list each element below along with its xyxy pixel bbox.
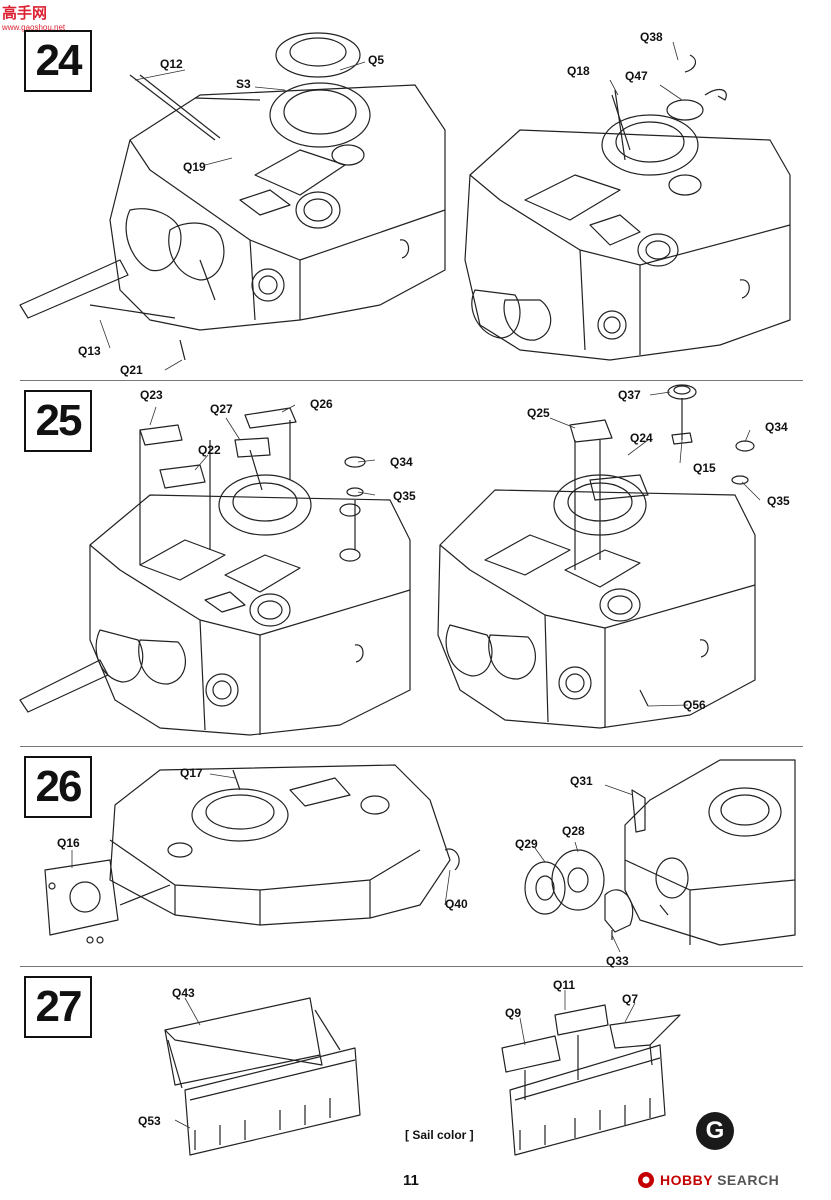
part-label: Q40 bbox=[445, 897, 468, 911]
part-label: Q22 bbox=[198, 443, 221, 457]
part-label: Q35 bbox=[767, 494, 790, 508]
part-label: Q27 bbox=[210, 402, 233, 416]
watermark-url: www.gaoshou.net bbox=[1, 23, 66, 32]
step-number-27: 27 bbox=[24, 976, 92, 1038]
site-watermark-bottom: HOBBY SEARCH bbox=[636, 1168, 822, 1192]
turret-drawing-25-left bbox=[19, 407, 411, 736]
part-label: Q13 bbox=[78, 344, 101, 358]
part-label: Q19 bbox=[183, 160, 206, 174]
part-label: Q16 bbox=[57, 836, 80, 850]
part-label: Q28 bbox=[562, 824, 585, 838]
part-label: Q37 bbox=[618, 388, 641, 402]
part-label: Q31 bbox=[570, 774, 593, 788]
part-label: Q24 bbox=[630, 431, 653, 445]
watermark-search: SEARCH bbox=[717, 1172, 780, 1188]
turret-drawing-24-left bbox=[19, 32, 446, 361]
part-label: Q29 bbox=[515, 837, 538, 851]
watermark-cn: 高手网 bbox=[2, 4, 47, 22]
step-number-25: 25 bbox=[24, 390, 92, 452]
turret-drawing-24-right bbox=[464, 54, 791, 361]
watermark-brand: HOBBY bbox=[660, 1172, 714, 1188]
part-label: Q26 bbox=[310, 397, 333, 411]
part-label: Q21 bbox=[120, 363, 143, 377]
part-label: Q9 bbox=[505, 1006, 522, 1020]
hull-drawing-26-left bbox=[44, 764, 460, 944]
turret-drawing-25-right bbox=[437, 384, 756, 729]
watermark-logo-icon: 高手网 www.gaoshou.net bbox=[1, 4, 66, 32]
part-label: Q53 bbox=[138, 1114, 161, 1128]
step-number-26: 26 bbox=[24, 756, 92, 818]
hull-drawing-26-right bbox=[524, 759, 796, 946]
section-divider bbox=[20, 746, 803, 747]
part-label: Q17 bbox=[180, 766, 203, 780]
part-label: Q34 bbox=[390, 455, 413, 469]
part-label: Q33 bbox=[606, 954, 629, 968]
step-number-24: 24 bbox=[24, 30, 92, 92]
part-label: Q7 bbox=[622, 992, 639, 1006]
stowage-drawing-27-left bbox=[164, 997, 361, 1156]
part-label: Q35 bbox=[393, 489, 416, 503]
part-label: Q43 bbox=[172, 986, 195, 1000]
part-label: Q47 bbox=[625, 69, 648, 83]
section-divider bbox=[20, 966, 803, 967]
site-watermark-top: 高手网 www.gaoshou.net bbox=[0, 0, 76, 34]
part-label: Q56 bbox=[683, 698, 706, 712]
label-leader-lines bbox=[71, 41, 761, 1129]
part-label: Q12 bbox=[160, 57, 183, 71]
sail-color-note: [ Sail color ] bbox=[405, 1128, 474, 1142]
part-label: Q15 bbox=[693, 461, 716, 475]
part-label: Q11 bbox=[553, 978, 576, 992]
part-label: Q5 bbox=[368, 53, 385, 67]
sheet-letter-badge: G bbox=[696, 1112, 734, 1150]
part-label: Q34 bbox=[765, 420, 788, 434]
part-label: Q18 bbox=[567, 64, 590, 78]
section-divider bbox=[20, 380, 803, 381]
stowage-drawing-27-right bbox=[501, 1004, 681, 1156]
part-label: Q25 bbox=[527, 406, 550, 420]
page-number: 11 bbox=[403, 1172, 419, 1189]
hobby-search-logo-icon bbox=[638, 1172, 654, 1188]
part-label: Q38 bbox=[640, 30, 663, 44]
part-label: Q23 bbox=[140, 388, 163, 402]
part-label: S3 bbox=[236, 77, 251, 91]
